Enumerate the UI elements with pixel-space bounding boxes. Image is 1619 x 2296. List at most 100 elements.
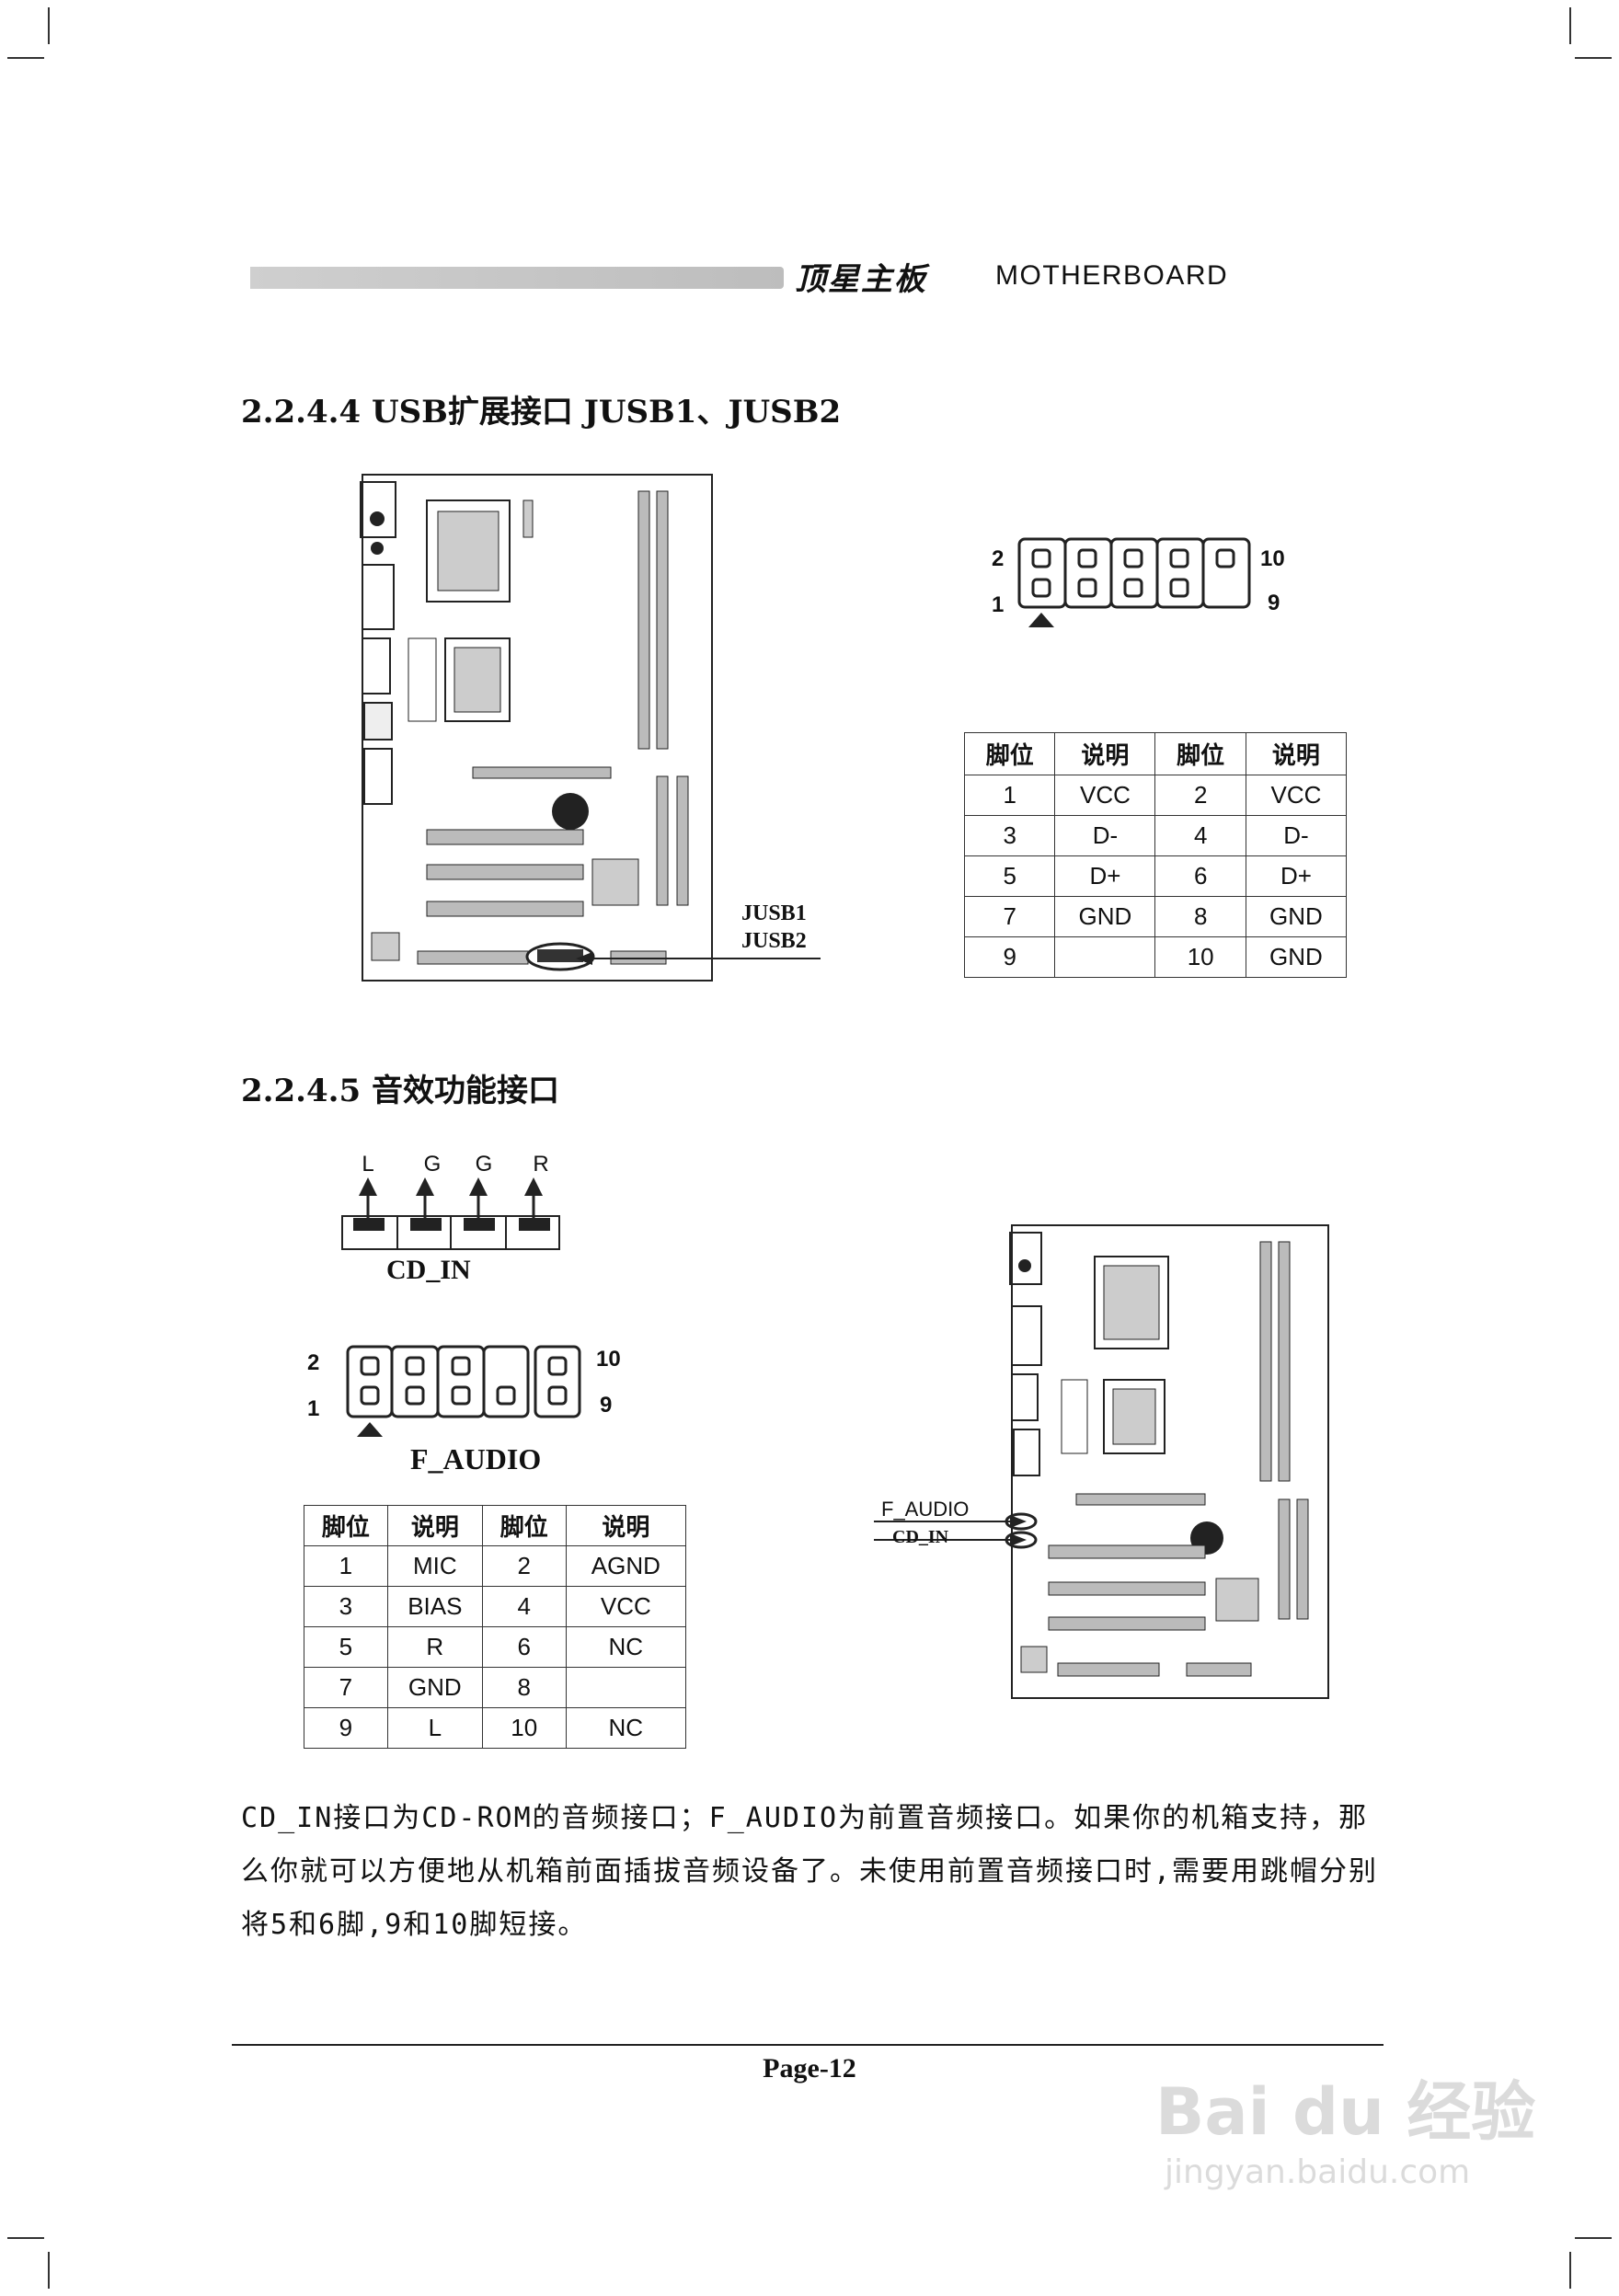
table-cell: MIC [386, 1545, 483, 1587]
cd-in-pin-label: G [423, 1152, 442, 1177]
table-cell: R [386, 1626, 483, 1668]
audio-description: CD_IN接口为CD-ROM的音频接口；F_AUDIO为前置音频接口。如果你的机… [241, 1802, 1379, 1941]
table-cell: 3 [963, 815, 1056, 856]
table-cell: 1 [963, 775, 1056, 816]
table-cell: AGND [565, 1545, 687, 1587]
table-header: 脚位 [963, 732, 1056, 775]
brand-cn: 顶星主板 [795, 261, 927, 298]
table-cell: VCC [565, 1586, 687, 1627]
table-row: 9 L 10 NC [304, 1707, 687, 1749]
cd-in-pin-label: L [362, 1152, 374, 1177]
usb-pin-table: 脚位 说明 脚位 说明 1 VCC 2 VCC 3 D- 4 D- 5 D+ 6… [963, 732, 1348, 978]
table-cell: 5 [304, 1626, 388, 1668]
brand-en: MOTHERBOARD [995, 260, 1229, 291]
watermark-url: jingyan.baidu.com [1165, 2153, 1471, 2191]
f-audio-pin-2-label: 2 [307, 1350, 320, 1375]
table-row: 5 D+ 6 D+ [963, 855, 1348, 897]
table-row: 3 D- 4 D- [963, 815, 1348, 856]
table-cell: 5 [963, 855, 1056, 897]
table-cell: 10 [1154, 936, 1246, 978]
table-cell: VCC [1054, 775, 1156, 816]
table-cell: L [386, 1707, 483, 1749]
table-cell: 9 [304, 1707, 388, 1749]
table-header: 说明 [565, 1505, 687, 1546]
baidu-watermark: Bai du 经验 jingyan.baidu.com [1155, 2061, 1535, 2191]
crop-mark [48, 2252, 50, 2289]
table-cell: D- [1245, 815, 1348, 856]
crop-mark [1569, 2252, 1571, 2289]
table-cell [1054, 936, 1156, 978]
table-row: 7 GND 8 [304, 1667, 687, 1708]
table-header: 说明 [1054, 732, 1156, 775]
watermark-logo: Bai du 经验 [1155, 2074, 1536, 2150]
cd-in-connector [341, 1177, 560, 1250]
table-header: 脚位 [1154, 732, 1246, 775]
usb-section-title: 2.2.4.4 USB扩展接口 JUSB1、JUSB2 [241, 394, 842, 430]
table-cell: 2 [481, 1545, 567, 1587]
table-cell: GND [1245, 936, 1348, 978]
table-cell: 4 [1154, 815, 1246, 856]
crop-mark [1575, 57, 1612, 59]
usb-pin-header [1017, 537, 1251, 627]
crop-mark [7, 57, 44, 59]
motherboard-diagram-audio [1005, 1224, 1329, 1699]
table-cell [565, 1667, 687, 1708]
table-cell: D+ [1245, 855, 1348, 897]
table-cell: 7 [963, 896, 1056, 937]
page-number: Page-12 [763, 2053, 856, 2084]
table-cell: D+ [1054, 855, 1156, 897]
table-cell: NC [565, 1626, 687, 1668]
audio-pointer-arrows [874, 1515, 1027, 1546]
table-cell: 8 [481, 1667, 567, 1708]
f-audio-board-label: F_AUDIO [881, 1498, 970, 1521]
table-cell: GND [1054, 896, 1156, 937]
table-row: 9 10 GND [963, 936, 1348, 978]
usb-pin-9-label: 9 [1268, 591, 1280, 615]
table-cell: VCC [1245, 775, 1348, 816]
usb-pin-1-label: 1 [992, 592, 1005, 617]
table-cell: D- [1054, 815, 1156, 856]
f-audio-pin-9-label: 9 [600, 1393, 613, 1418]
table-cell: 3 [304, 1586, 388, 1627]
cd-in-pin-label: G [475, 1152, 493, 1177]
table-cell: 10 [481, 1707, 567, 1749]
table-cell: 6 [1154, 855, 1246, 897]
table-cell: GND [386, 1667, 483, 1708]
crop-mark [48, 7, 50, 44]
cd-in-pin-label: R [533, 1152, 549, 1177]
f-audio-pin-header [346, 1345, 581, 1437]
motherboard-diagram-usb [360, 474, 713, 982]
jusb2-label: JUSB2 [741, 929, 807, 953]
header-bar [250, 267, 784, 289]
footer-divider [232, 2044, 1384, 2046]
table-cell: 9 [963, 936, 1056, 978]
table-cell: GND [1245, 896, 1348, 937]
table-cell: 8 [1154, 896, 1246, 937]
jusb1-label: JUSB1 [741, 901, 807, 925]
f-audio-pin-1-label: 1 [307, 1396, 320, 1421]
f-audio-label: F_AUDIO [410, 1442, 542, 1475]
table-row: 3 BIAS 4 VCC [304, 1586, 687, 1627]
jusb-pointer-arrow [576, 952, 821, 965]
cd-in-board-label: CD_IN [892, 1527, 949, 1547]
table-cell: 2 [1154, 775, 1246, 816]
table-cell: 4 [481, 1586, 567, 1627]
crop-mark [1569, 7, 1571, 44]
audio-section-title: 2.2.4.5 音效功能接口 [241, 1073, 559, 1109]
table-header: 脚位 [481, 1505, 567, 1546]
table-cell: 1 [304, 1545, 388, 1587]
audio-pin-table: 脚位 说明 脚位 说明 1 MIC 2 AGND 3 BIAS 4 VCC 5 … [304, 1505, 687, 1749]
usb-pin-10-label: 10 [1260, 546, 1285, 571]
crop-mark [7, 2237, 44, 2239]
cd-in-label: CD_IN [386, 1255, 471, 1285]
table-cell: 7 [304, 1667, 388, 1708]
table-row: 1 VCC 2 VCC [963, 775, 1348, 816]
table-header: 说明 [386, 1505, 483, 1546]
usb-pin-2-label: 2 [992, 546, 1005, 571]
table-row: 1 MIC 2 AGND [304, 1545, 687, 1587]
f-audio-pin-10-label: 10 [596, 1347, 621, 1372]
table-cell: NC [565, 1707, 687, 1749]
table-row: 5 R 6 NC [304, 1626, 687, 1668]
table-header: 说明 [1245, 732, 1348, 775]
table-cell: 6 [481, 1626, 567, 1668]
